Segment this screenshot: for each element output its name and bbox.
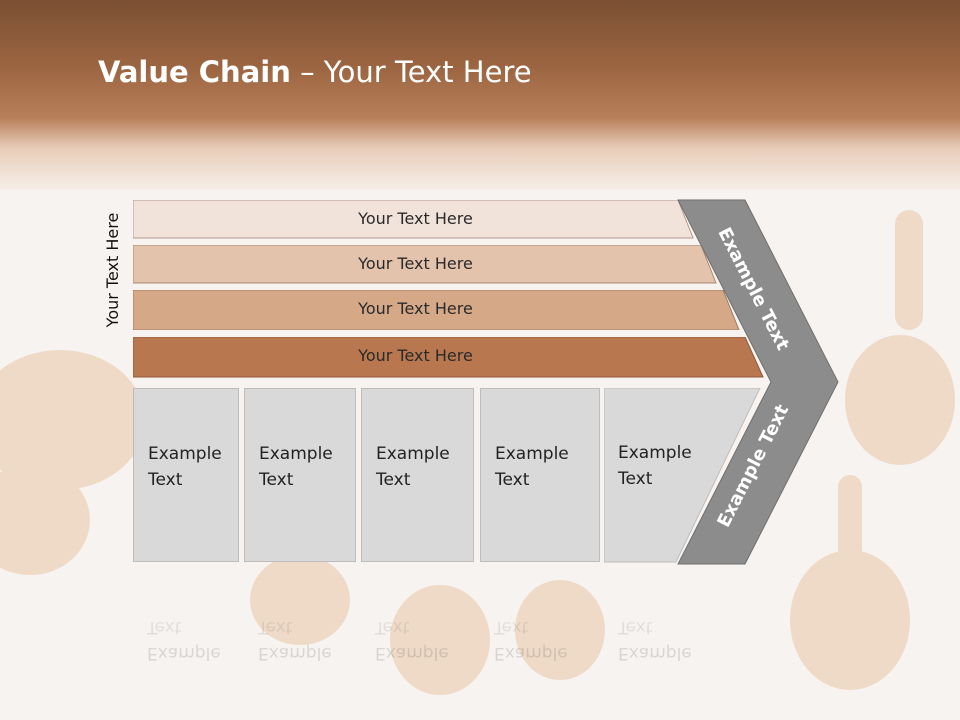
primary-activity-text: Example Text [618,443,692,489]
margin-chevron [677,199,839,565]
primary-activity-cell: Example Text [604,388,764,563]
support-band-label: Your Text Here [358,299,473,318]
primary-activity-cell: Example Text [244,388,356,562]
reflection: Example Text [618,617,692,663]
primary-activity-text: Example Text [495,444,569,490]
side-label: Your Text Here [103,212,122,328]
primary-activity-text: Example Text [376,444,450,490]
support-band-label: Your Text Here [358,346,473,365]
primary-activity-text: Example Text [148,444,222,490]
primary-activity-text: Example Text [259,444,333,490]
reflection: Example Text [147,617,221,663]
reflection: Example Text [375,617,449,663]
support-band-label: Your Text Here [358,209,473,228]
reflection: Example Text [258,617,332,663]
reflection: Example Text [494,617,568,663]
primary-activity-cell: Example Text [133,388,239,562]
slide-title: Value Chain – Your Text Here [98,55,532,89]
primary-activity-cell: Example Text [361,388,474,562]
primary-activity-cell: Example Text [480,388,600,562]
header-band [0,0,960,190]
support-band-label: Your Text Here [358,254,473,273]
